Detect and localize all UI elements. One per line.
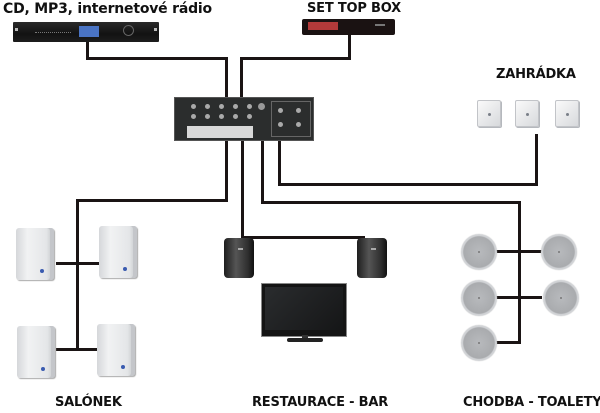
label-salonek: SALÓNEK [55,395,122,410]
mixer-channel [243,102,257,124]
mixer-output-panel [271,101,311,137]
mixer-emblem [258,103,265,110]
tv-neck [302,335,308,339]
tv-screen [265,287,343,330]
salonek-speaker [99,226,137,278]
stb-logo [375,24,385,26]
garden-speaker [555,100,579,127]
player-buttons [35,32,71,36]
rack-ear [15,28,18,31]
ceiling-speaker [461,325,497,361]
mixer-channel [215,102,229,124]
mixer-channel [229,102,243,124]
set-top-box [302,19,395,35]
rack-ear [154,28,157,31]
mixer-label-strip [187,126,253,138]
salonek-speaker [97,324,135,376]
ceiling-speaker [541,234,577,270]
stb-display [308,22,338,30]
ceiling-speaker [543,280,579,316]
ceiling-speaker [461,234,497,270]
bar-speaker-right [357,238,387,278]
label-restaurace-bar: RESTAURACE - BAR [252,395,389,410]
zone-mixer [174,97,314,141]
label-zahradka: ZAHRÁDKA [496,67,576,82]
ceiling-speaker [461,280,497,316]
label-chodba-toalety: CHODBA - TOALETY [463,395,600,410]
tv-stand [287,338,323,342]
label-set-top-box: SET TOP BOX [307,1,401,16]
mixer-channel [187,102,201,124]
cd-mp3-radio-player [13,22,159,42]
salonek-speaker [16,228,54,280]
garden-speaker [477,100,501,127]
mixer-channel [201,102,215,124]
bar-speaker-left [224,238,254,278]
salonek-speaker [17,326,55,378]
garden-speaker [515,100,539,127]
label-cd-player: CD, MP3, internetové rádio [3,1,212,17]
player-display [79,26,99,37]
lcd-tv [261,283,347,337]
player-knob [123,25,134,36]
